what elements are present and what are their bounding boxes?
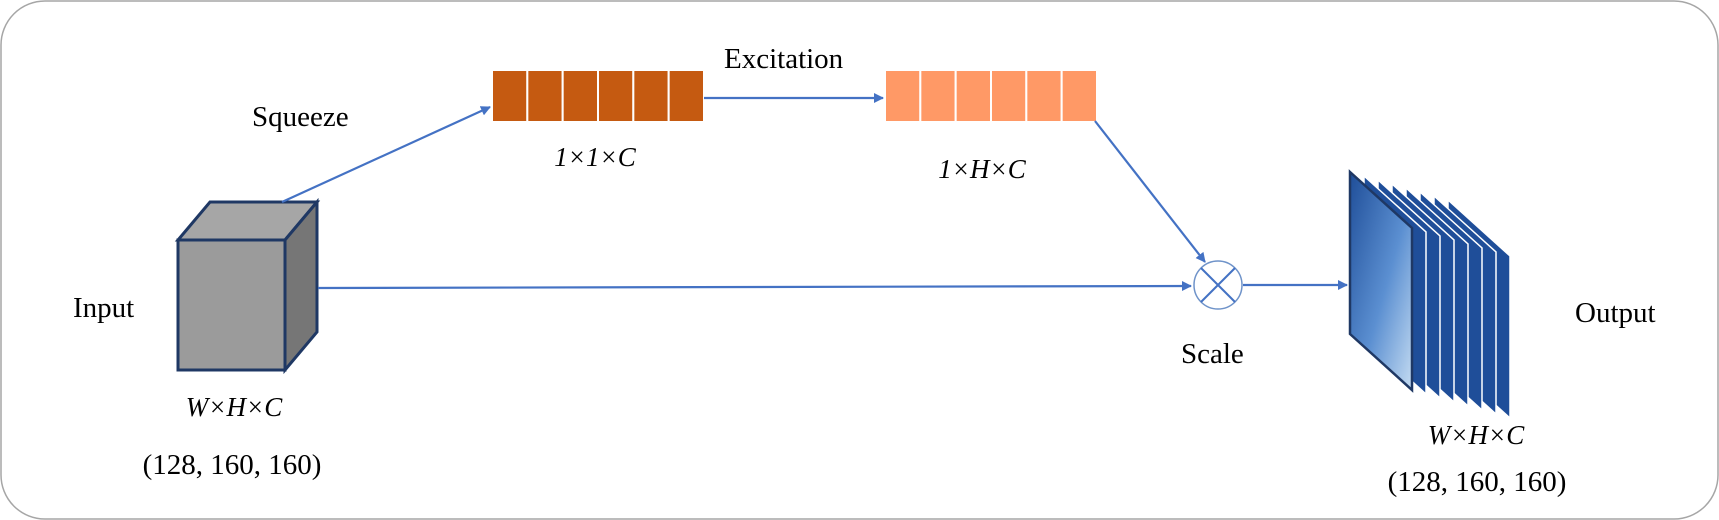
squeeze-vector-cell <box>667 69 706 123</box>
squeeze-vector <box>491 69 706 123</box>
excitation-vector-cell <box>1060 69 1098 123</box>
excitation-vector-dims: 1×H×C <box>938 154 1026 184</box>
output-label: Output <box>1575 297 1656 329</box>
squeeze-vector-cell <box>491 69 529 123</box>
excitation-vector-cell <box>990 69 1028 123</box>
output-layer <box>1348 169 1414 393</box>
output-shape: (128, 160, 160) <box>1388 466 1567 498</box>
skip-connection-arrow <box>317 281 1192 292</box>
squeeze-vector-cell <box>597 69 635 123</box>
squeeze-vector-cell <box>526 69 564 123</box>
squeeze-vector-cell <box>632 69 670 123</box>
output-dims: W×H×C <box>1428 420 1525 450</box>
squeeze-vector-dims: 1×1×C <box>554 142 636 172</box>
excitation-label: Excitation <box>724 43 844 75</box>
squeeze-vector-cell <box>561 69 600 123</box>
circled-times-icon <box>1193 260 1243 310</box>
input-cube-front <box>176 238 287 372</box>
excitation-vector-cell <box>1025 69 1063 123</box>
excitation-vector-cell <box>954 69 993 123</box>
excitation-to-scale-arrow <box>1094 120 1206 263</box>
squeeze-arrow <box>281 105 491 204</box>
input-dims: W×H×C <box>186 392 283 422</box>
input-shape: (128, 160, 160) <box>143 449 322 481</box>
input-label: Input <box>73 292 134 324</box>
excitation-vector <box>884 69 1098 123</box>
squeeze-label: Squeeze <box>252 101 349 133</box>
input-cube <box>174 197 321 375</box>
scale-label: Scale <box>1181 338 1244 370</box>
output-feature-stack <box>1348 169 1511 420</box>
excitation-vector-cell <box>884 69 922 123</box>
excitation-vector-cell <box>919 69 957 123</box>
